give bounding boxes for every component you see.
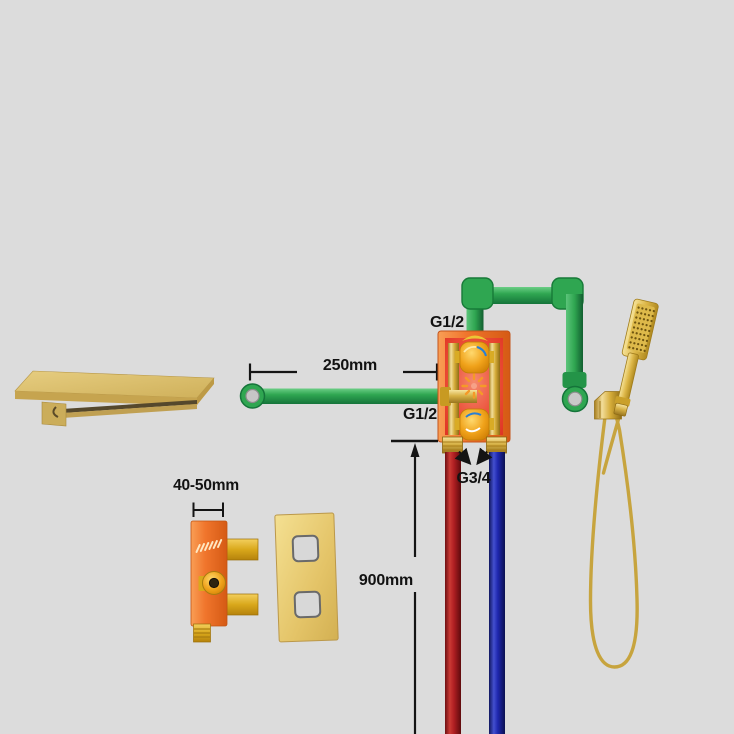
spout-under-lip [62, 404, 197, 418]
valve-stem-bottom [226, 593, 259, 616]
label-supply-thread: G3/4 [456, 470, 491, 487]
plate-hole-top [291, 534, 320, 563]
arm-end-opening [245, 388, 260, 404]
valve-internal-pipe-right [489, 343, 500, 435]
label-spout-arm-length: 250mm [322, 357, 378, 374]
spout-right-edge [197, 378, 214, 405]
valve-left-inlet-pipe [449, 390, 477, 403]
hose-loop [588, 412, 639, 669]
thread-marks [195, 539, 223, 553]
bottom-cartridge-blue-mark [465, 412, 482, 418]
hot-pipe-fitting [442, 436, 463, 454]
bottom-cartridge-highlight [465, 427, 481, 433]
overhead-pipe [478, 287, 570, 304]
drop-pipe-collar [562, 372, 587, 388]
stub-threads [194, 628, 210, 638]
spout-front-edge [15, 391, 197, 406]
hose-nut [613, 402, 628, 417]
spray-nozzles [628, 306, 655, 352]
g34-arrows [454, 447, 493, 466]
riser-pipe-assembly [461, 277, 589, 413]
starburst-mark [461, 373, 487, 399]
shower-hose [588, 408, 639, 669]
hand-shower-face [626, 303, 655, 353]
plate-body [274, 512, 339, 643]
hose-outlet-opening [567, 391, 583, 407]
arm-pipe [252, 388, 440, 404]
spout-supply-arm [239, 383, 440, 409]
spout-slot-curl [52, 406, 59, 418]
dimension-40-50mm [192, 502, 224, 517]
plate-hole-bottom [293, 590, 322, 619]
valve-top-cap [462, 335, 488, 341]
waterfall-spout [14, 370, 215, 427]
side-port-hole [208, 577, 220, 589]
label-install-height: 900mm [358, 572, 414, 589]
label-spout-outlet-thread: G1/2 [403, 406, 437, 423]
rough-in-valve-body [190, 520, 259, 643]
label-top-inlet-thread: G1/2 [430, 314, 464, 331]
drop-pipe [566, 294, 583, 378]
top-cartridge-highlight [463, 345, 477, 353]
hot-water-pipe [445, 452, 461, 734]
valve-internal-pipe-left [448, 343, 459, 435]
hand-shower [613, 298, 659, 417]
top-cartridge-blue-mark [476, 346, 487, 357]
starburst-center [471, 383, 477, 389]
hand-shower-handle [617, 352, 639, 404]
dimension-250mm [248, 363, 439, 381]
cover-plate [274, 512, 339, 643]
cold-water-pipe [489, 452, 505, 734]
elbow-left [461, 277, 494, 310]
label-valve-embed-depth: 40-50mm [173, 477, 239, 494]
dimension-900mm [391, 439, 438, 734]
valve-stem-top [226, 538, 259, 561]
mixer-valve-box [437, 330, 511, 443]
cold-pipe-fitting [486, 436, 507, 454]
spout-waterfall-slot [62, 400, 197, 413]
valve-left-inlet-collar [440, 387, 451, 406]
